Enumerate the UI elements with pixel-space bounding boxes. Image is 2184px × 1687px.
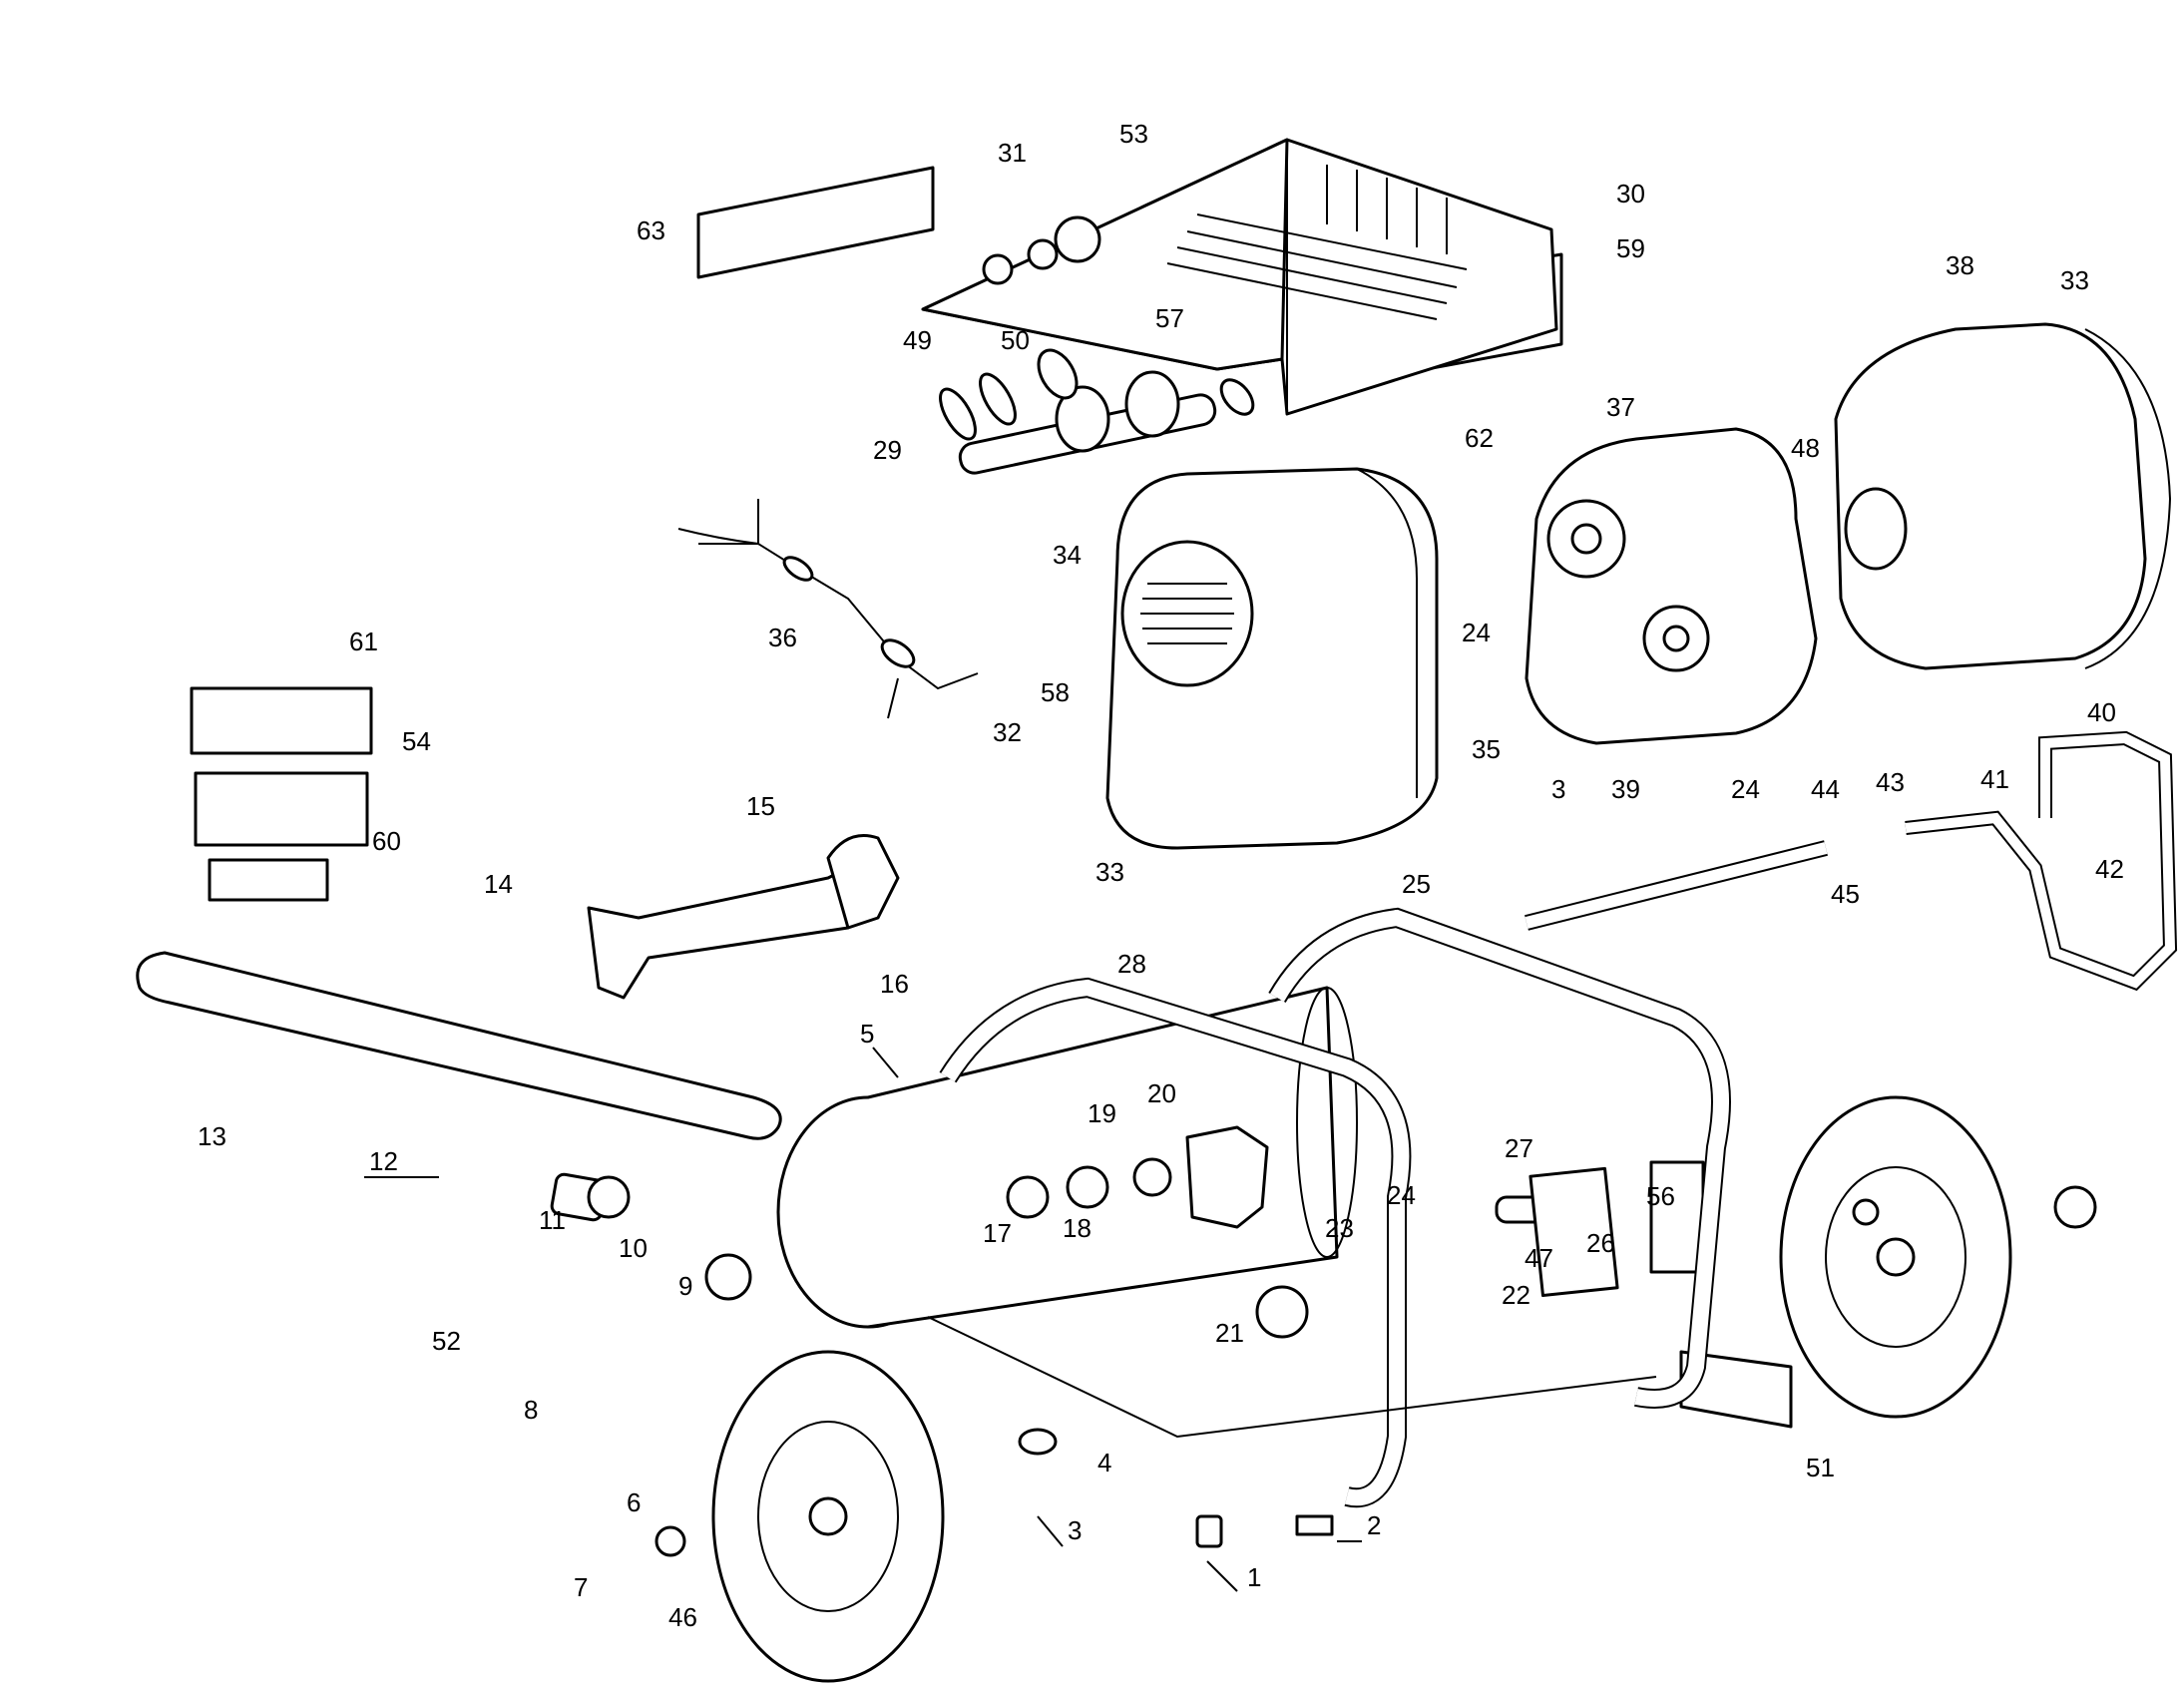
callout-22: 22 xyxy=(1502,1280,1530,1310)
top-cover xyxy=(921,138,1558,416)
callout-34: 34 xyxy=(1053,540,1082,570)
callout-42: 42 xyxy=(2095,854,2124,884)
callout-46: 46 xyxy=(668,1602,697,1632)
callout-13: 13 xyxy=(198,1121,226,1151)
callout-59: 59 xyxy=(1616,233,1645,263)
callout-50: 50 xyxy=(1001,325,1030,355)
callout-24-a: 24 xyxy=(1462,618,1491,647)
callout-40: 40 xyxy=(2087,697,2116,727)
pressure-switch xyxy=(1006,1125,1269,1229)
callout-3-upper: 3 xyxy=(1551,774,1565,804)
callout-9: 9 xyxy=(678,1271,692,1301)
callout-49: 49 xyxy=(903,325,932,355)
air-tank xyxy=(776,986,1358,1329)
callout-45: 45 xyxy=(1831,879,1860,909)
callout-1: 1 xyxy=(1247,1562,1261,1592)
wheel-left xyxy=(711,1350,945,1683)
small-parts xyxy=(587,1175,2097,1557)
callout-2: 2 xyxy=(1367,1510,1381,1540)
callouts: 1 2 3 3 4 5 6 7 8 9 10 11 12 13 14 15 16… xyxy=(198,119,2124,1632)
callout-43: 43 xyxy=(1876,767,1905,797)
callout-47: 47 xyxy=(1525,1243,1553,1273)
callout-25: 25 xyxy=(1402,869,1431,899)
callout-51: 51 xyxy=(1806,1453,1835,1482)
outlet-tube xyxy=(1525,730,2178,992)
callout-41: 41 xyxy=(1980,764,2009,794)
callout-10: 10 xyxy=(619,1233,648,1263)
callout-33-lower: 33 xyxy=(1095,857,1124,887)
callout-26: 26 xyxy=(1586,1228,1615,1258)
callout-19: 19 xyxy=(1088,1098,1116,1128)
cart-frame xyxy=(136,951,782,1222)
callout-33-upper: 33 xyxy=(2060,265,2089,295)
wheel-right xyxy=(1779,1095,2012,1419)
callout-36: 36 xyxy=(768,623,797,652)
callout-35: 35 xyxy=(1472,734,1501,764)
callout-7: 7 xyxy=(574,1572,588,1602)
label-61 xyxy=(190,686,373,755)
roll-cage xyxy=(927,907,1731,1508)
callout-11: 11 xyxy=(539,1205,566,1235)
callout-28: 28 xyxy=(1117,949,1146,979)
callout-48: 48 xyxy=(1791,433,1820,463)
callout-20: 20 xyxy=(1147,1078,1176,1108)
label-54 xyxy=(194,771,369,847)
callout-62: 62 xyxy=(1465,423,1494,453)
label-60 xyxy=(208,858,329,902)
pump-motor xyxy=(1525,427,1818,745)
callout-12: 12 xyxy=(369,1146,398,1176)
callout-56: 56 xyxy=(1646,1181,1675,1211)
callout-52: 52 xyxy=(432,1326,461,1356)
callout-3-lower: 3 xyxy=(1068,1515,1082,1545)
check-valve xyxy=(1495,1166,1619,1298)
callout-60: 60 xyxy=(372,826,401,856)
callout-53: 53 xyxy=(1119,119,1148,149)
callout-54: 54 xyxy=(402,726,431,756)
callout-44: 44 xyxy=(1811,774,1840,804)
callout-38: 38 xyxy=(1946,250,1974,280)
callout-17: 17 xyxy=(983,1218,1012,1248)
callout-23: 23 xyxy=(1325,1213,1354,1243)
callout-16: 16 xyxy=(880,969,909,999)
callout-6: 6 xyxy=(627,1487,641,1517)
callout-37: 37 xyxy=(1606,392,1635,422)
callout-14: 14 xyxy=(484,869,513,899)
handle xyxy=(587,834,900,1000)
callout-31: 31 xyxy=(998,138,1027,168)
callout-63: 63 xyxy=(637,215,665,245)
callout-21: 21 xyxy=(1215,1318,1244,1348)
callout-15: 15 xyxy=(746,791,775,821)
callout-39: 39 xyxy=(1611,774,1640,804)
callout-58: 58 xyxy=(1041,677,1070,707)
callout-5: 5 xyxy=(860,1019,874,1049)
motor-shroud xyxy=(1105,467,1439,850)
callout-24-c: 24 xyxy=(1387,1180,1416,1210)
wiring-harness xyxy=(677,499,979,719)
rear-housing xyxy=(1834,322,2172,670)
callout-18: 18 xyxy=(1063,1213,1092,1243)
label-63 xyxy=(696,166,935,279)
callout-27: 27 xyxy=(1505,1133,1533,1163)
callout-32: 32 xyxy=(993,717,1022,747)
callout-24-b: 24 xyxy=(1731,774,1760,804)
callout-4: 4 xyxy=(1097,1448,1111,1477)
callout-57: 57 xyxy=(1155,303,1184,333)
callout-29: 29 xyxy=(873,435,902,465)
label-56 xyxy=(1649,1160,1705,1274)
callout-61: 61 xyxy=(349,627,378,656)
callout-30: 30 xyxy=(1616,179,1645,209)
manifold-assembly xyxy=(939,348,1255,475)
callout-8: 8 xyxy=(524,1395,538,1425)
